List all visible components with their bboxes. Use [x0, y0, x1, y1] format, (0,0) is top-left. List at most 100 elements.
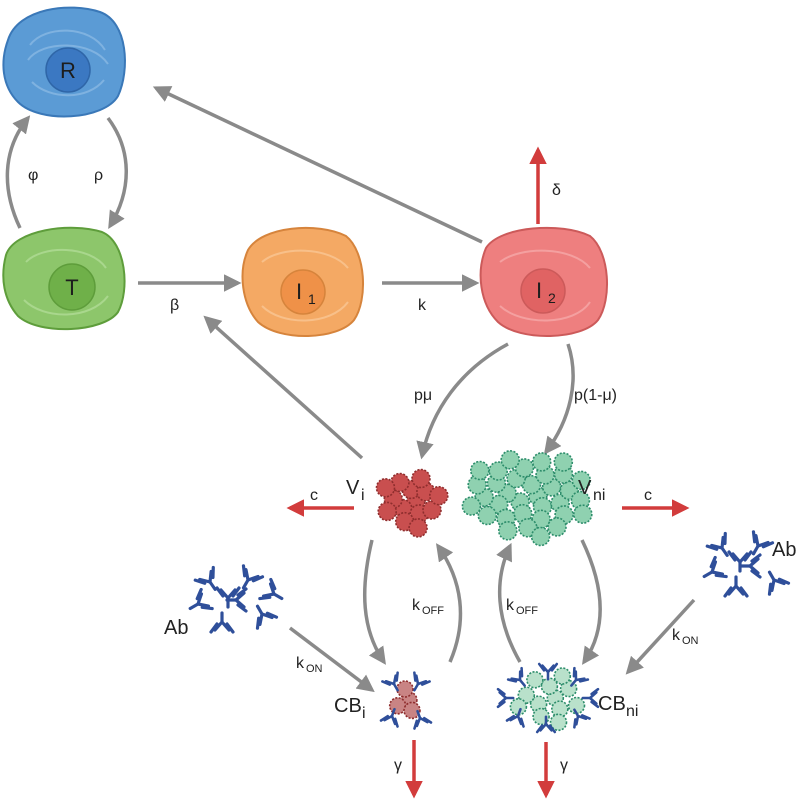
virion-infectious	[408, 518, 428, 538]
antibody-icon	[241, 564, 265, 590]
antibody-icon	[506, 666, 526, 687]
antibody-icon	[193, 565, 217, 591]
rate-delta: δ	[552, 182, 561, 199]
rate-rho: ρ	[94, 167, 103, 184]
cell-I2-label: I	[536, 278, 542, 303]
antibody-icon	[767, 570, 791, 596]
arrow-I2-to-R	[152, 86, 483, 244]
rate-kon-right-sub: ON	[682, 635, 699, 647]
antibody-icon	[535, 715, 557, 734]
rate-beta: β	[170, 297, 179, 314]
antibody-icon	[739, 553, 762, 579]
rate-phi: φ	[28, 167, 38, 184]
arrow-Ab-left-to-CBi	[288, 626, 375, 693]
antibody-icon	[413, 671, 431, 692]
label-CBi-sub: i	[362, 705, 366, 722]
virion-noninfectious	[572, 504, 593, 525]
rate-koff-left-sub: OFF	[422, 605, 444, 617]
label-Ab-right: Ab	[772, 539, 796, 561]
virion-cluster-infectious	[375, 468, 449, 538]
virion-noninfectious	[461, 496, 482, 516]
label-Vi-sub: i	[361, 487, 365, 504]
antibody-on-complex-noninfectious	[496, 662, 600, 734]
rate-k: k	[418, 297, 427, 314]
virion-infectious	[375, 477, 396, 498]
label-CBni-sub: ni	[626, 703, 638, 720]
bound-virion-noninfectious	[526, 670, 544, 689]
label-Vni: V ni	[578, 477, 605, 504]
virion-noninfectious	[530, 526, 551, 547]
arrow-I2-to-Vni	[543, 343, 575, 455]
label-Vni-main: V	[578, 477, 592, 499]
arrow-Ab-right-to-CBni	[625, 598, 696, 675]
complex-cluster-noninfectious	[509, 667, 586, 732]
cell-I1-label: I	[296, 279, 302, 304]
antibody-icon	[258, 577, 284, 601]
rate-koff-right-main: k	[506, 597, 515, 614]
virion-infectious	[377, 501, 398, 522]
antibody-on-complex-infectious	[379, 671, 433, 730]
bound-virion-infectious	[403, 701, 421, 720]
antibody-icon	[751, 530, 775, 556]
rate-kon-right: k ON	[672, 627, 699, 647]
antibody-icon	[225, 587, 248, 613]
rate-kon-left: k ON	[296, 655, 323, 675]
cell-I1-sub: 1	[308, 291, 316, 307]
label-CBi-main: CB	[334, 695, 362, 717]
virion-noninfectious	[500, 449, 521, 470]
virion-cluster-noninfectious	[461, 449, 593, 547]
antibody-icon	[705, 531, 729, 557]
rate-koff-left-main: k	[412, 597, 421, 614]
antibody-icon	[209, 611, 235, 634]
antibody-icon	[581, 687, 600, 709]
label-Vni-sub: ni	[593, 487, 605, 504]
label-Ab-left: Ab	[164, 617, 188, 639]
antibody-group-left	[188, 564, 284, 634]
arrow-CBi-to-Vi	[435, 543, 463, 663]
arrow-Vi-to-T	[203, 315, 364, 460]
rate-koff-right-sub: OFF	[516, 605, 538, 617]
arrows-red	[286, 146, 690, 799]
antibody-icon	[570, 666, 590, 687]
arrow-Vi-to-CBi	[362, 539, 386, 665]
antibody-icon	[215, 586, 241, 609]
cell-I2: I 2	[479, 226, 608, 338]
antibody-icon	[727, 550, 753, 573]
virion-infectious	[411, 468, 431, 489]
bound-virion-infectious	[388, 696, 407, 715]
antibody-icon	[573, 708, 591, 729]
bound-virion-noninfectious	[549, 713, 568, 732]
cell-I2-sub: 2	[548, 290, 556, 306]
rate-p-one-minus-mu: p(1-μ)	[574, 387, 617, 404]
rate-gamma-right: γ	[560, 757, 568, 774]
cell-I1: I 1	[241, 226, 364, 338]
antibody-icon	[723, 575, 749, 598]
virion-noninfectious	[531, 452, 552, 472]
virion-noninfectious	[547, 517, 567, 537]
rate-p-mu: pμ	[414, 387, 432, 404]
arrow-I2-to-Vi	[416, 342, 509, 460]
antibody-icon	[413, 709, 433, 730]
label-CBni: CB ni	[598, 693, 638, 720]
bound-virion-noninfectious	[553, 667, 572, 685]
rate-koff-left: k OFF	[412, 597, 444, 617]
bound-virion-noninfectious	[540, 677, 559, 696]
virion-noninfectious	[469, 460, 490, 481]
virion-noninfectious	[477, 505, 498, 526]
arrows-gray	[5, 86, 696, 693]
antibody-icon	[537, 662, 559, 681]
virion-noninfectious	[497, 520, 518, 541]
antibody-icon	[255, 604, 279, 630]
rate-c-right: c	[644, 487, 652, 504]
label-CBni-main: CB	[598, 693, 626, 715]
arrow-Vni-to-CBni	[580, 539, 602, 665]
cell-R-label: R	[60, 58, 76, 83]
complex-cluster-infectious	[388, 680, 421, 720]
rate-c-left: c	[310, 487, 318, 504]
arrow-T-to-R	[5, 115, 31, 229]
antibody-icon	[496, 687, 515, 709]
rate-gamma-left: γ	[394, 757, 402, 774]
rate-koff-right: k OFF	[506, 597, 538, 617]
arrow-CBni-to-Vni	[496, 542, 522, 663]
